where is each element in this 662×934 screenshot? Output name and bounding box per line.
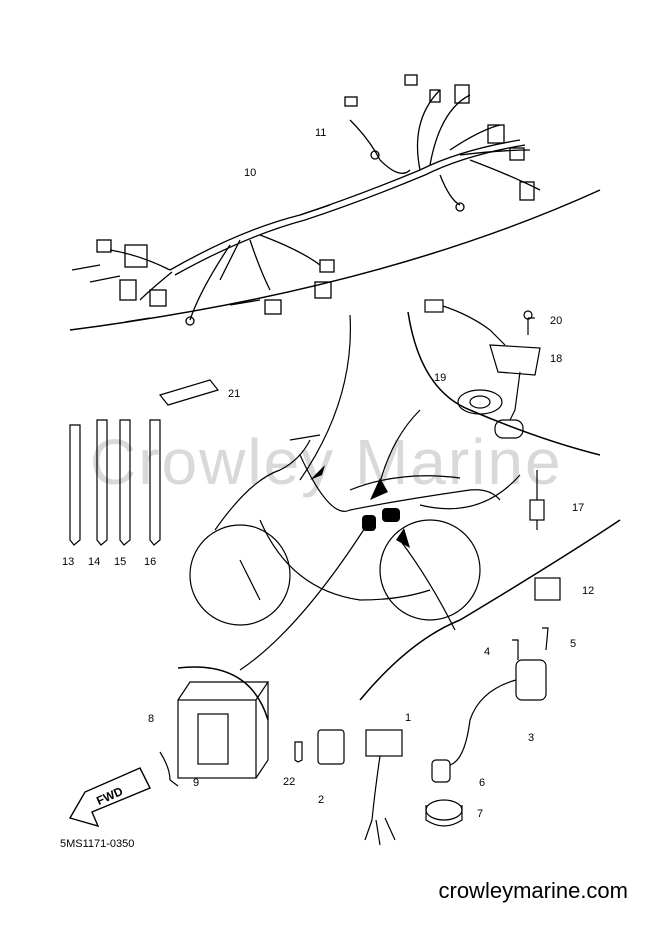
callout-2: 2 <box>318 794 325 806</box>
tape <box>158 379 220 406</box>
ignition-region-boundary <box>359 519 621 701</box>
callout-17: 17 <box>572 502 585 514</box>
starter-relay <box>529 470 545 530</box>
leader-harness <box>299 314 352 481</box>
callout-9: 9 <box>193 777 200 789</box>
callout-18: 18 <box>550 353 563 365</box>
screw-5 <box>542 627 549 651</box>
ignition-coil <box>425 659 547 827</box>
callout-20: 20 <box>550 315 563 327</box>
leader-ignition <box>399 539 456 631</box>
callout-4: 4 <box>484 646 491 658</box>
callout-7: 7 <box>477 808 484 820</box>
wire-harness <box>71 74 541 326</box>
bolt-22 <box>294 741 303 763</box>
callout-6: 6 <box>479 777 486 789</box>
leader-rectifier <box>239 519 371 671</box>
callout-19: 19 <box>434 372 447 384</box>
callout-21: 21 <box>228 388 241 400</box>
part-code: 5MS1171-0350 <box>60 838 135 850</box>
callout-1: 1 <box>405 712 412 724</box>
battery <box>177 681 270 779</box>
callout-16: 16 <box>144 556 157 568</box>
bracket-plate <box>317 729 345 765</box>
battery-region-boundary <box>177 666 269 721</box>
callout-15: 15 <box>114 556 127 568</box>
callout-12: 12 <box>582 585 595 597</box>
bolt-4 <box>512 639 519 660</box>
harness-region-boundary <box>69 189 601 331</box>
callout-10: 10 <box>244 167 257 179</box>
battery-breather-hose <box>159 751 179 787</box>
sender-region-boundary <box>407 311 601 456</box>
callout-8: 8 <box>148 713 155 725</box>
callout-11: 11 <box>315 127 327 139</box>
callout-5: 5 <box>570 638 577 650</box>
scooter-silhouette <box>189 434 501 626</box>
leader-starter <box>419 474 521 510</box>
relay <box>534 577 561 601</box>
callout-3: 3 <box>528 732 535 744</box>
callout-22: 22 <box>283 776 296 788</box>
cdi-unit <box>364 729 403 846</box>
cable-ties <box>69 419 161 546</box>
fuel-sender-unit <box>424 299 541 439</box>
fwd-arrow <box>68 767 151 828</box>
watermark: Crowley Marine <box>90 426 563 498</box>
callout-13: 13 <box>62 556 75 568</box>
footer-site[interactable]: crowleymarine.com <box>438 878 629 903</box>
callout-14: 14 <box>88 556 101 568</box>
